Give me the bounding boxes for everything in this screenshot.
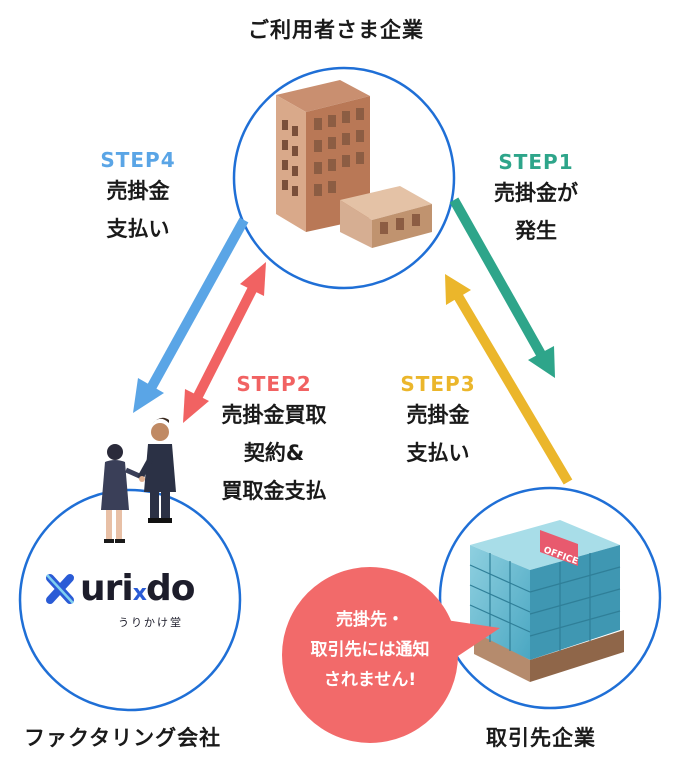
step2-line: 売掛金買取 [221, 403, 327, 427]
urixdo-logo: urixdo [80, 568, 196, 609]
step3-line: 売掛金 [406, 403, 470, 427]
step2-description: 売掛金買取 契約& 買取金支払 [204, 396, 344, 510]
step1-title: STEP1 [498, 150, 574, 174]
step2-block: STEP2 売掛金買取 契約& 買取金支払 [204, 372, 344, 510]
step3-line: 支払い [406, 441, 470, 465]
step2-arrow [183, 262, 266, 423]
step1-description: 売掛金が 発生 [476, 174, 596, 250]
step2-line: 買取金支払 [221, 479, 327, 503]
logo-text-a: uri [80, 568, 134, 609]
step1-line: 発生 [515, 219, 557, 243]
partner-label: 取引先企業 [486, 726, 596, 750]
step4-title: STEP4 [100, 148, 176, 172]
logo-text-b: do [145, 568, 196, 609]
bubble-line: 売掛先・ [336, 610, 404, 630]
step4-line: 売掛金 [106, 179, 170, 203]
step1-arrow [449, 197, 555, 378]
step3-arrow [445, 274, 573, 485]
step4-arrow [133, 217, 249, 413]
step1-line: 売掛金が [494, 181, 578, 205]
logo-subtitle: うりかけ堂 [118, 616, 183, 629]
logo-text-x: x [132, 581, 147, 606]
step4-description: 売掛金 支払い [88, 172, 188, 248]
bubble-line: 取引先には通知 [310, 640, 430, 660]
client-building-illustration [276, 80, 432, 248]
step4-line: 支払い [106, 217, 170, 241]
step3-block: STEP3 売掛金 支払い [383, 372, 493, 472]
step4-block: STEP4 売掛金 支払い [88, 148, 188, 248]
step1-block: STEP1 売掛金が 発生 [476, 150, 596, 250]
speech-bubble-shape [282, 567, 500, 743]
factoring-circle [18, 488, 242, 712]
factoring-label: ファクタリング会社 [24, 726, 222, 750]
urixdo-logo-mark [46, 574, 74, 604]
client-label: ご利用者さま企業 [248, 18, 424, 42]
speech-bubble-text: 売掛先・ 取引先には通知 されません! [290, 605, 450, 695]
handshake-people-illustration [101, 417, 176, 543]
partner-building-illustration: OFFICE [469, 520, 624, 682]
step3-title: STEP3 [400, 372, 476, 396]
step3-description: 売掛金 支払い [383, 396, 493, 472]
step2-title: STEP2 [236, 372, 312, 396]
bubble-line: されません! [323, 670, 417, 690]
step2-line: 契約& [243, 441, 305, 465]
